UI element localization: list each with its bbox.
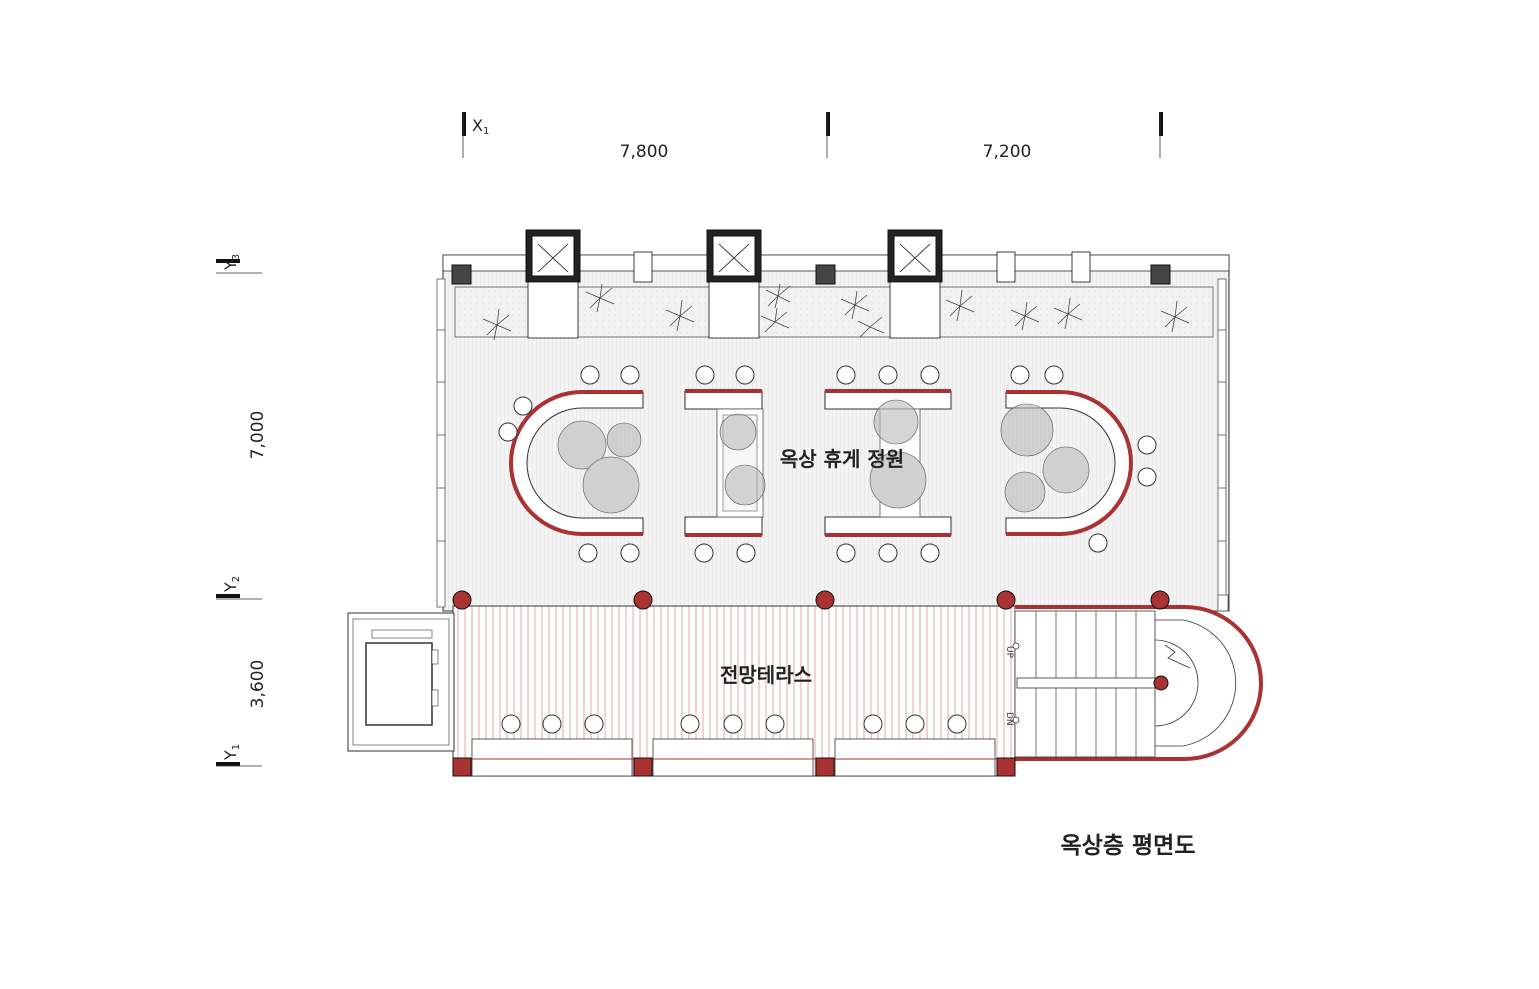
dimension-x-span-2: 7,200 — [983, 142, 1032, 162]
dimension-y-span-upper: 7,000 — [248, 411, 268, 460]
garden-chairs — [498, 365, 1157, 563]
axis-label-x1: X1 — [472, 116, 489, 137]
room-label-view-terrace: 전망테라스 — [720, 663, 812, 687]
planter-plants — [482, 283, 1190, 341]
drawing-title: 옥상층 평면도 — [1061, 833, 1196, 859]
dimension-y-span-lower: 3,600 — [248, 660, 268, 709]
stair-down-label: DN — [1004, 712, 1014, 726]
elevator-unit — [347, 612, 455, 752]
garden-shrubs — [606, 399, 1054, 513]
stair-up-label: UP — [1004, 646, 1014, 659]
room-label-roof-garden: 옥상 휴게 정원 — [780, 447, 904, 471]
dimension-x-span-1: 7,800 — [620, 142, 669, 162]
view-terrace-deck — [452, 605, 1016, 777]
axis-label-y1: Y1 — [221, 744, 242, 761]
axis-label-y2: Y2 — [221, 576, 242, 593]
axis-label-y3: Y3 — [221, 254, 242, 271]
skylight-units — [525, 229, 1091, 339]
seating-pod-left — [509, 390, 644, 536]
garden-trees — [557, 420, 1090, 514]
structural-columns — [452, 590, 1170, 777]
stairwell — [1012, 605, 1263, 761]
lower-right-edge — [1217, 594, 1229, 612]
terrace-chairs — [501, 714, 967, 734]
structural-columns-top — [451, 264, 1171, 285]
grid-axis-markers — [216, 112, 1163, 767]
